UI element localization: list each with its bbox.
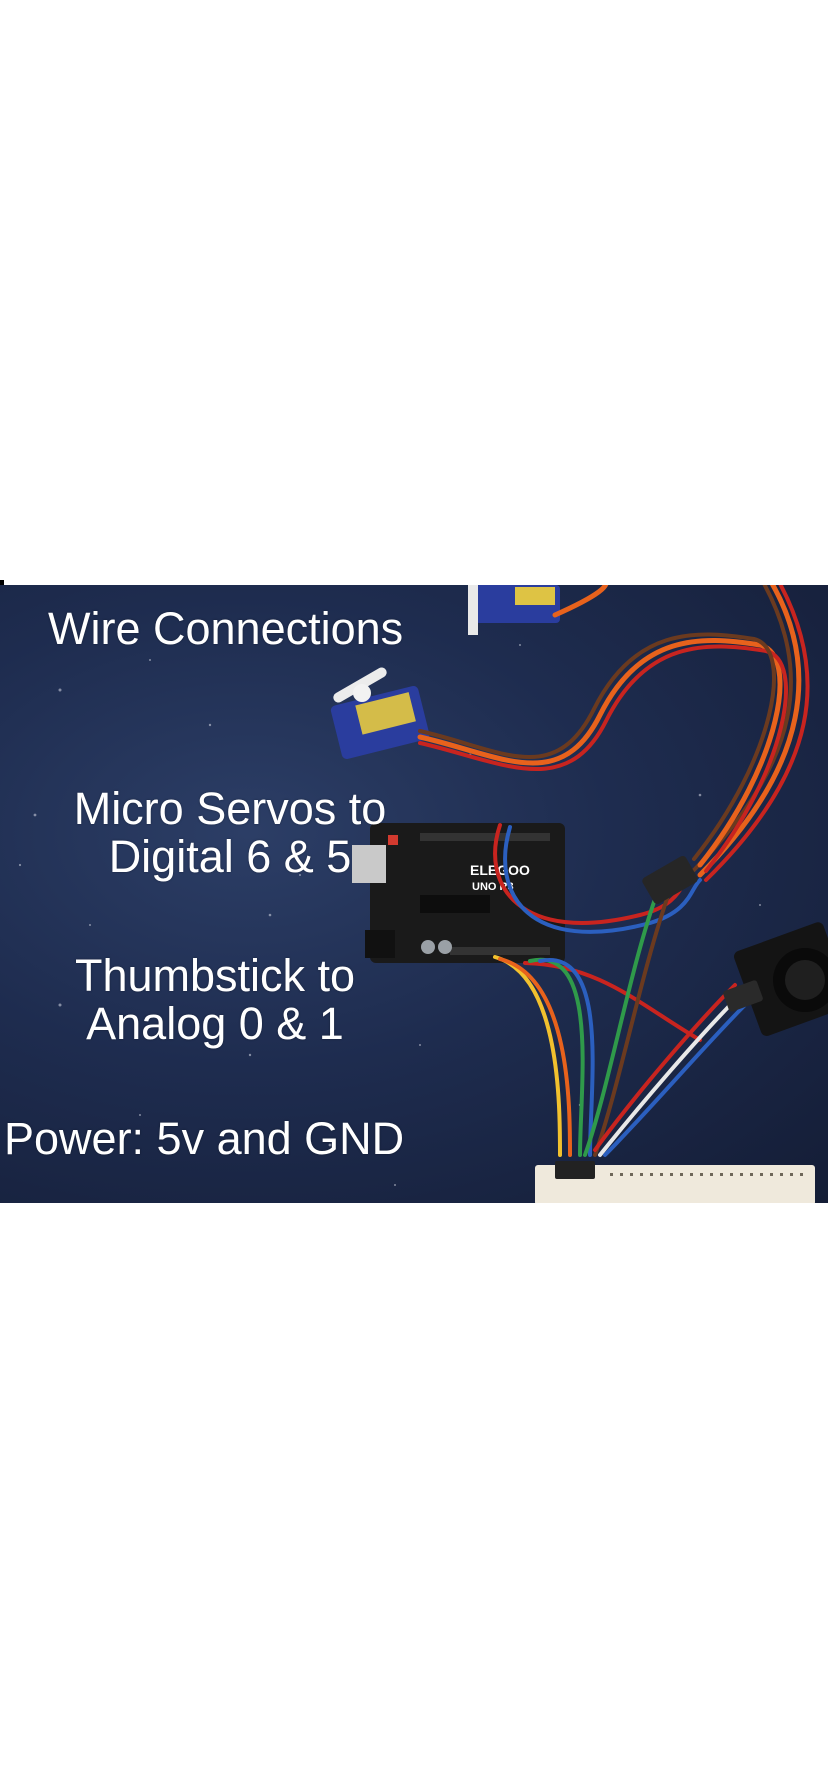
servo-left — [330, 667, 430, 759]
servo-top — [468, 585, 560, 635]
wire-connections-title: Wire Connections — [48, 603, 404, 654]
servo-top-wires — [552, 585, 810, 882]
board-brand-label: ELEGOO — [470, 862, 530, 878]
power-caption: Power: 5v and GND — [4, 1113, 405, 1164]
corner-mark — [0, 580, 4, 585]
servo-left-wires — [417, 632, 788, 873]
servo-caption-line2: Digital 6 & 5 — [108, 831, 352, 882]
breadboard — [535, 1161, 815, 1203]
thumbstick-caption-line2: Analog 0 & 1 — [86, 998, 344, 1049]
servo-caption: Micro Servos to Digital 6 & 5 — [30, 785, 430, 881]
thumbstick-caption-line1: Thumbstick to — [74, 950, 356, 1001]
wiring-scene-illustration: ELEGOO UNO R3 — [18, 585, 828, 1203]
arduino-board: ELEGOO UNO R3 — [352, 823, 565, 963]
thumbstick-caption: Thumbstick to Analog 0 & 1 — [30, 952, 400, 1048]
wiring-photo: ELEGOO UNO R3 — [0, 585, 828, 1203]
wire-junction-tape — [642, 855, 698, 905]
thumbstick-module — [723, 922, 828, 1036]
servo-caption-line1: Micro Servos to — [73, 783, 387, 834]
